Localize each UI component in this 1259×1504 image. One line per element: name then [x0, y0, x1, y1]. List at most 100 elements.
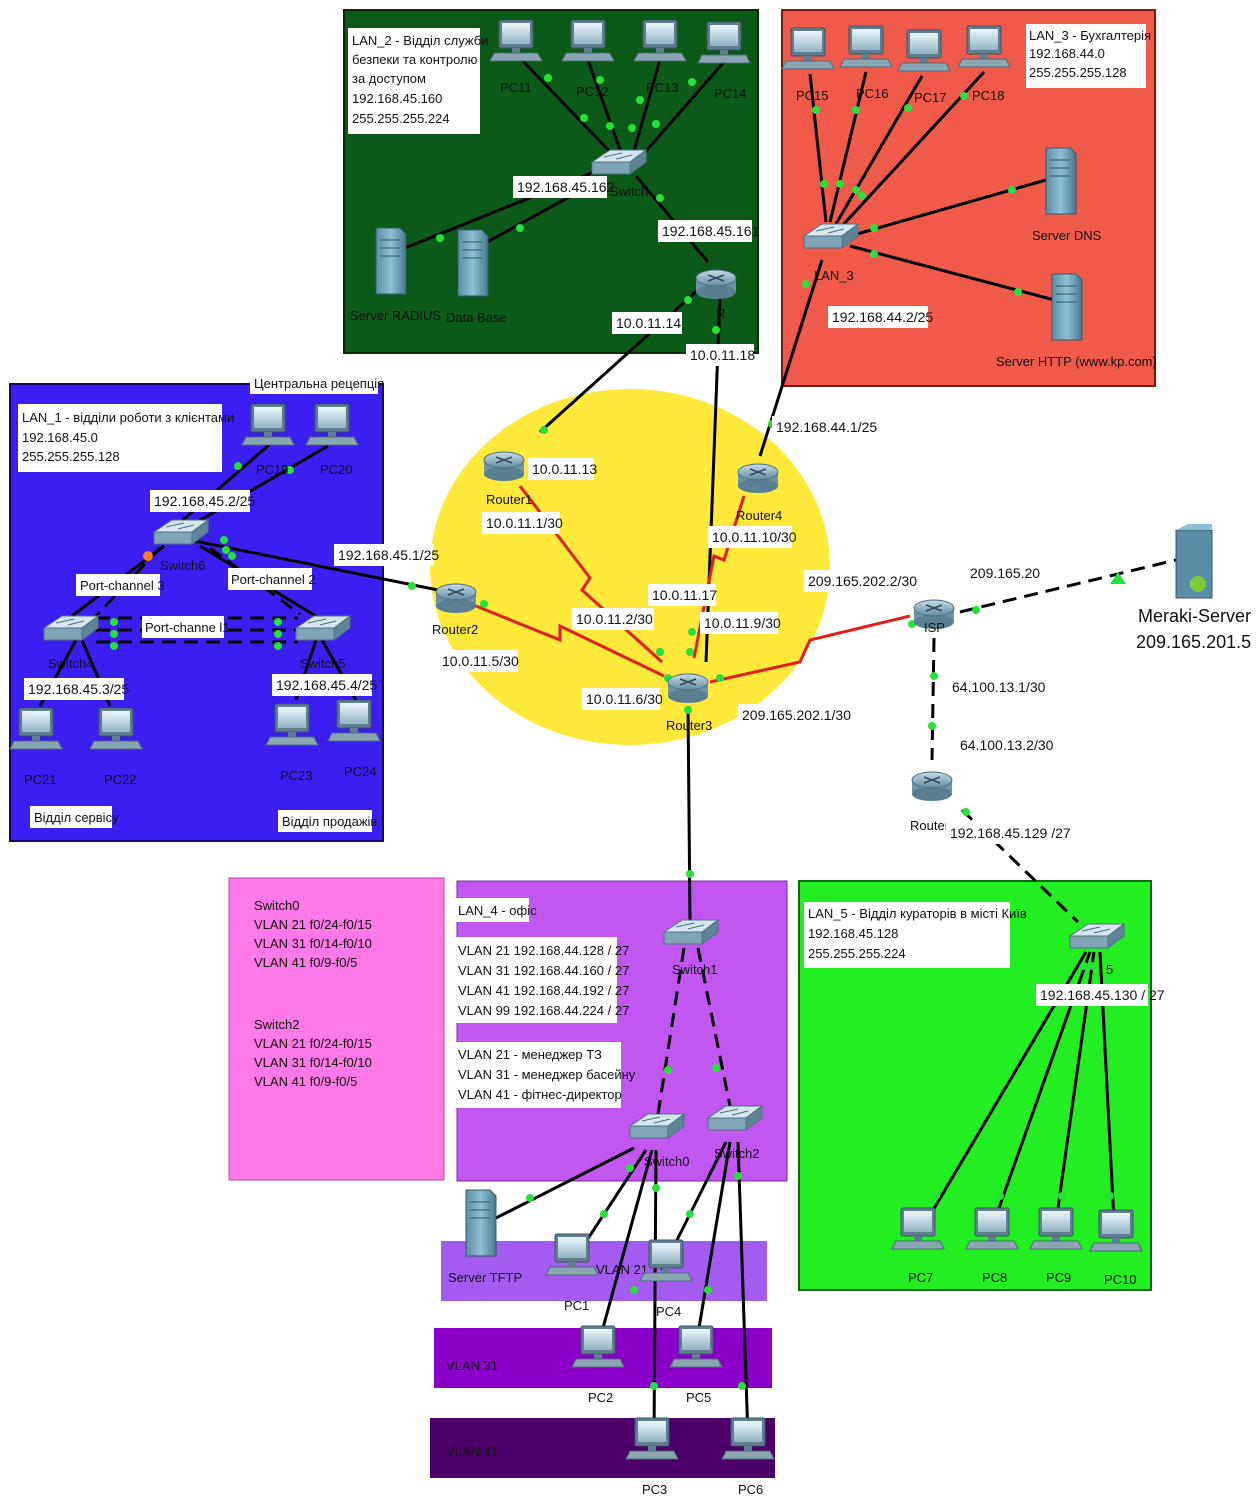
- port-channel-1-label: Port-channe l1: [145, 620, 230, 635]
- pc14-label: PC14: [714, 86, 747, 101]
- lan4-role-2: VLAN 31 - менеджер басейну: [458, 1067, 636, 1082]
- ip-10-0-11-14: 10.0.11.14: [616, 315, 681, 331]
- switch-lan5-label: 5: [1106, 962, 1113, 977]
- switch6-label: Switch6: [160, 558, 206, 573]
- pc9-label: PC9: [1046, 1270, 1071, 1285]
- ip-labels: 192.168.45.162 192.168.45.161 10.0.11.14…: [24, 176, 1165, 1006]
- lan4-role-3: VLAN 41 - фітнес-директор: [458, 1087, 622, 1102]
- pc12-label: PC12: [576, 84, 609, 99]
- cfg-line-7: VLAN 21 f0/24-f0/15: [254, 1036, 372, 1051]
- lan4-vlan-3: VLAN 41 192.168.44.192 / 27: [458, 983, 629, 998]
- vlan41-band: [430, 1418, 775, 1478]
- lan4-role-1: VLAN 21 - менеджер ТЗ: [458, 1047, 602, 1062]
- cfg-line-8: VLAN 31 f0/14-f0/10: [254, 1055, 372, 1070]
- meraki-server-ip: 209.165.201.5: [1136, 632, 1251, 652]
- lan5-line-2: 192.168.45.128: [808, 926, 898, 941]
- pc5-label: PC5: [686, 1390, 711, 1405]
- ip-router3-a: 10.0.11.17: [652, 587, 717, 603]
- lan2-info-box: LAN_2 - Відділ служби безпеки та контрол…: [348, 28, 488, 134]
- lan1-line-1: LAN_1 - відділи роботи з клієнтами: [22, 410, 234, 425]
- cfg-line-2: VLAN 21 f0/24-f0/15: [254, 917, 372, 932]
- vlan21-band-label: VLAN 21: [596, 1262, 648, 1277]
- router2-label: Router2: [432, 622, 478, 637]
- ip-router2-b: 10.0.11.5/30: [442, 653, 519, 669]
- lan2-line-4: 192.168.45.160: [352, 91, 442, 106]
- lan1-line-2: 192.168.45.0: [22, 430, 98, 445]
- switch5-label: Switch5: [300, 656, 346, 671]
- pc21-label: PC21: [24, 772, 57, 787]
- pc6-label: PC6: [738, 1482, 763, 1497]
- servers[interactable]: [375, 147, 1213, 1257]
- vlan31-band-label: VLAN 31: [446, 1358, 498, 1373]
- ip-router-lan5-a: 64.100.13.2/30: [960, 737, 1054, 753]
- pc18-label: PC18: [972, 88, 1005, 103]
- ip-isp-b: 209.165.20: [970, 565, 1040, 581]
- pc16-label: PC16: [856, 86, 889, 101]
- device-labels: PC11 PC12 PC13 PC14 PC15 PC16 PC17 PC18 …: [24, 80, 1251, 1497]
- switch2-label: Switch2: [714, 1146, 760, 1161]
- ip-router3-b: 10.0.11.2/30: [576, 611, 653, 627]
- router-lan5-label: Router: [910, 818, 950, 833]
- pc3-label: PC3: [642, 1482, 667, 1497]
- pc1-label: PC1: [564, 1298, 589, 1313]
- vlan41-band-label: VLAN 41: [446, 1444, 498, 1459]
- ip-isp-a: 209.165.202.2/30: [808, 573, 917, 589]
- ip-router3-e: 209.165.202.1/30: [742, 707, 851, 723]
- router4-label: Router4: [736, 508, 782, 523]
- switch1-label: Switch1: [672, 962, 718, 977]
- link-dot-triangle: [1110, 572, 1126, 584]
- cfg-line-1: Switch0: [254, 898, 300, 913]
- switch-lan2-label: Switch: [610, 184, 648, 199]
- central-reception-label: Центральна рецепція: [254, 376, 384, 391]
- ip-10-0-11-18: 10.0.11.18: [690, 347, 755, 363]
- ip-router1-a: 10.0.11.13: [532, 461, 597, 477]
- pc15-label: PC15: [796, 88, 829, 103]
- link-dot-orange: [143, 551, 153, 561]
- pc2-label: PC2: [588, 1390, 613, 1405]
- lan4-vlan-1: VLAN 21 192.168.44.128 / 27: [458, 943, 629, 958]
- pc11-label: PC11: [500, 80, 532, 95]
- lan5-line-1: LAN_5 - Відділ кураторів в місті Київ: [808, 906, 1027, 921]
- pc20-label: PC20: [320, 462, 353, 477]
- ip-switch-lan5: 192.168.45.130 / 27: [1040, 987, 1165, 1003]
- switch0-label: Switch0: [644, 1154, 690, 1169]
- lan3-line-3: 255.255.255.128: [1029, 65, 1127, 80]
- lan2-line-3: за доступом: [352, 71, 426, 86]
- ip-switch5: 192.168.45.4/25: [276, 677, 377, 693]
- ip-isp-c: 64.100.13.1/30: [952, 679, 1046, 695]
- switch-config-zone: [228, 877, 445, 1181]
- lan2-line-5: 255.255.255.224: [352, 111, 450, 126]
- cfg-line-9: VLAN 41 f0/9-f0/5: [254, 1074, 357, 1089]
- lan5-info-box: LAN_5 - Відділ кураторів в місті Київ 19…: [804, 902, 1027, 968]
- lan3-info-box: LAN_3 - Бухгалтерія 192.168.44.0 255.255…: [1026, 24, 1151, 88]
- isp-label: ISP: [924, 620, 945, 635]
- ip-switch-lan2: 192.168.45.162: [517, 179, 615, 195]
- lan1-info-box: LAN_1 - відділи роботи з клієнтами 192.1…: [18, 404, 234, 472]
- lan3-line-2: 192.168.44.0: [1029, 46, 1105, 61]
- switch4-label: Switch4: [48, 656, 94, 671]
- ip-switch4: 192.168.45.3/25: [28, 681, 129, 697]
- lan1-labels: Центральна рецепція Port-channel 3 Port-…: [30, 372, 384, 832]
- data-base-label: Data Base: [446, 310, 507, 325]
- lan4-vlan-2: VLAN 31 192.168.44.160 / 27: [458, 963, 629, 978]
- sales-dept-label: Відділ продажів: [282, 814, 377, 829]
- router1-label: Router1: [486, 492, 532, 507]
- ip-router4-b: 10.0.11.10/30: [712, 529, 797, 545]
- cfg-line-6: Switch2: [254, 1017, 300, 1032]
- lan4-vlan-4: VLAN 99 192.168.44.224 / 27: [458, 1003, 629, 1018]
- server-http-label: Server HTTP (www.kp.com): [996, 354, 1157, 369]
- server-radius-label: Server RADIUS: [350, 308, 441, 323]
- ip-router1-b: 10.0.11.1/30: [486, 515, 563, 531]
- pc24-label: PC24: [344, 764, 377, 779]
- pc23-label: PC23: [280, 768, 313, 783]
- router-lan2-label: R: [716, 306, 725, 321]
- server-dns-label: Server DNS: [1032, 228, 1102, 243]
- meraki-server-label: Meraki-Server: [1138, 606, 1251, 626]
- pc7-label: PC7: [908, 1270, 933, 1285]
- ip-router-lan5-b: 192.168.45.129 /27: [950, 825, 1071, 841]
- ip-switch6: 192.168.45.2/25: [154, 493, 255, 509]
- cfg-line-3: VLAN 31 f0/14-f0/10: [254, 936, 372, 951]
- pc17-label: PC17: [914, 90, 947, 105]
- ip-router3-d: 10.0.11.6/30: [586, 691, 663, 707]
